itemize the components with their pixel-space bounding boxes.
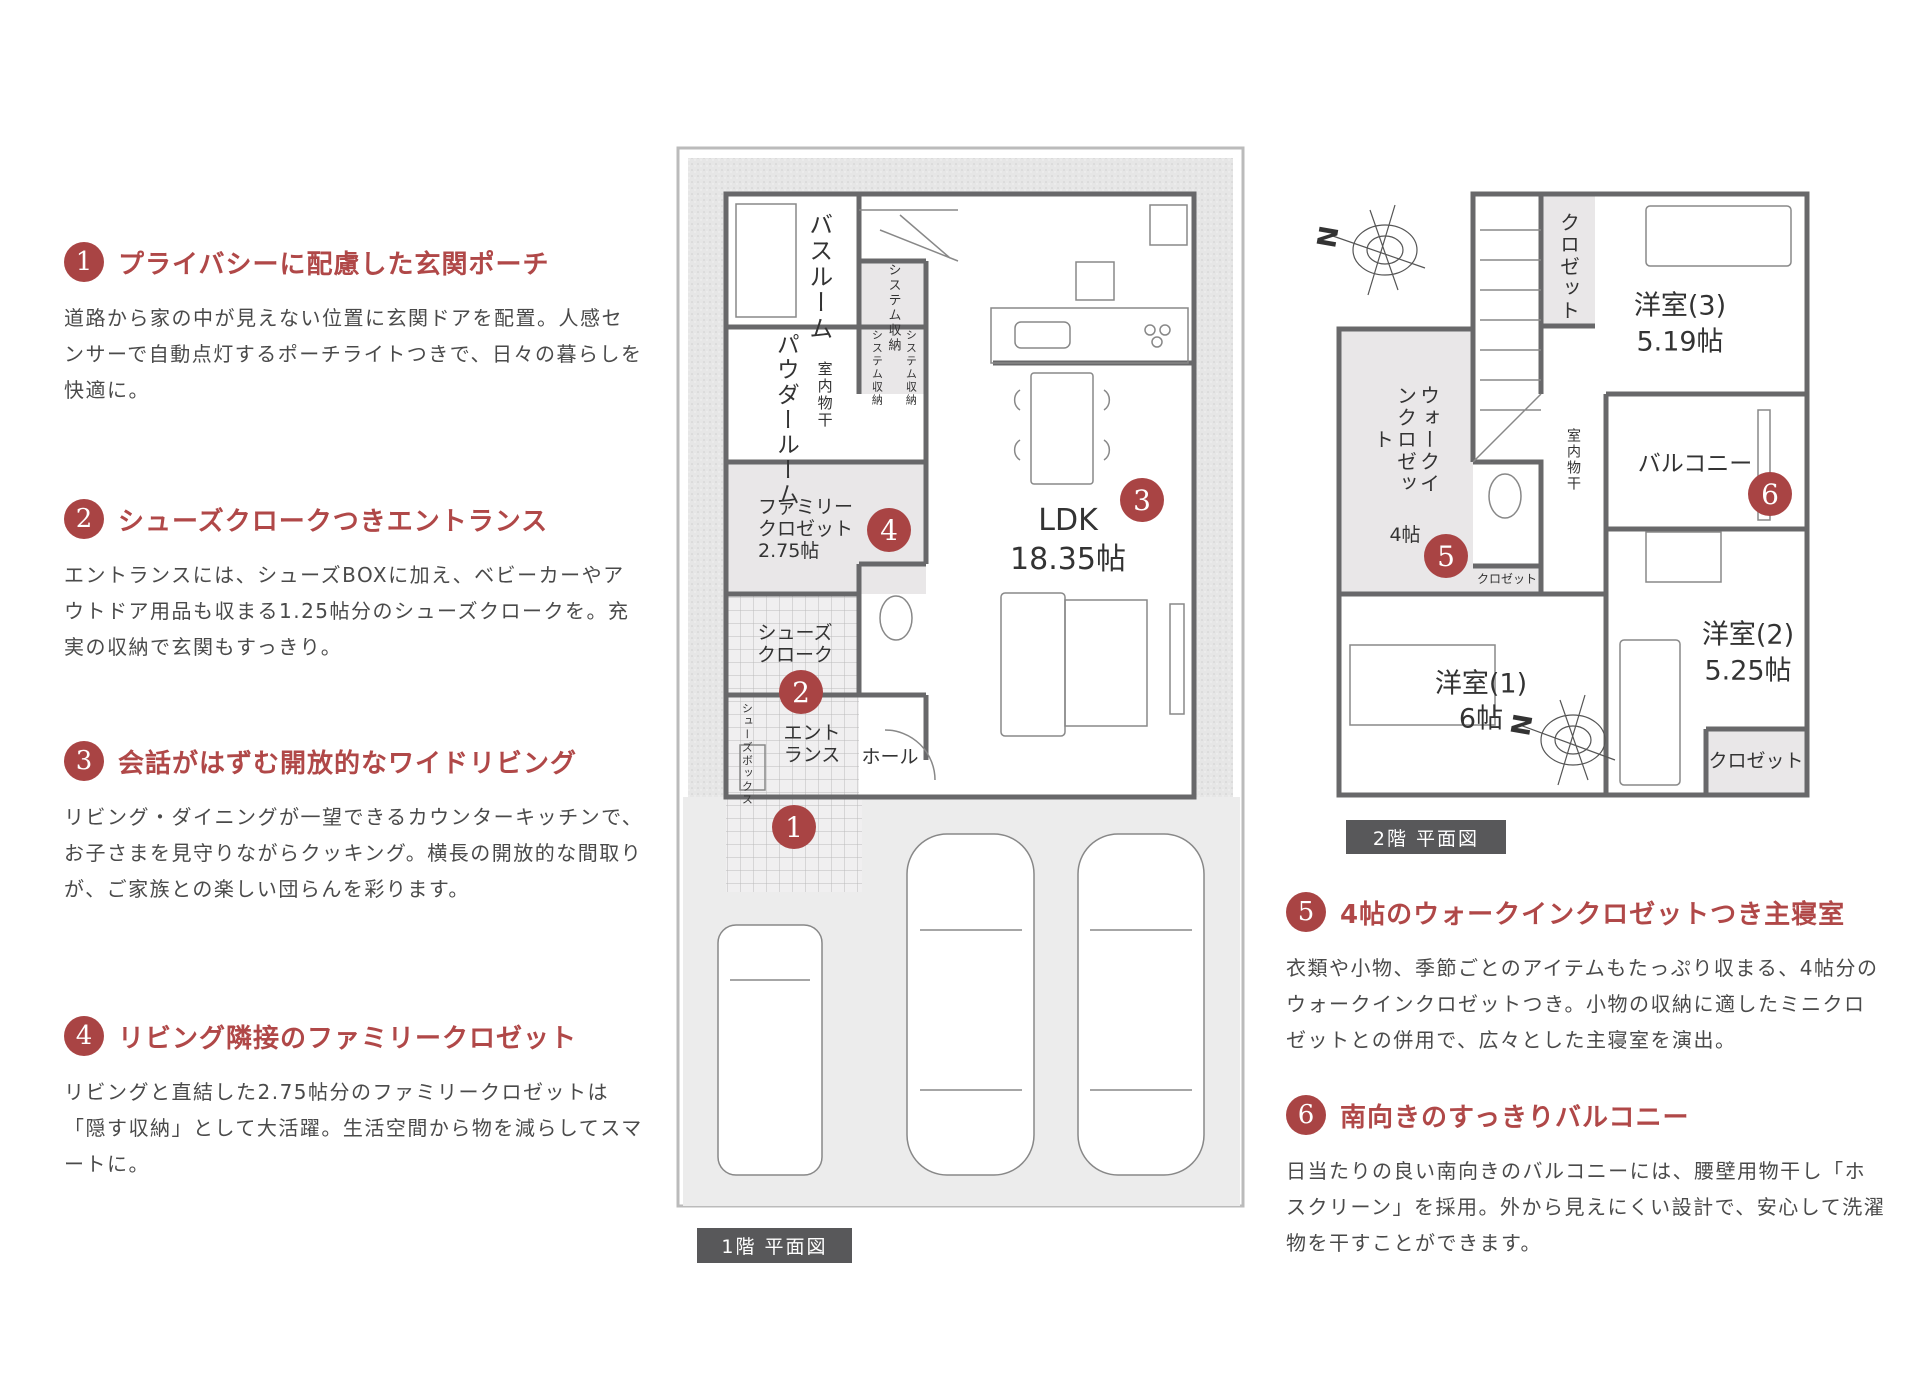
floor2-title: 2階 平面図	[1346, 820, 1506, 854]
plan-badge-5: 5	[1424, 534, 1468, 578]
feature-title: 4帖のウォークインクロゼットつき主寝室	[1340, 899, 1846, 930]
room-label-wic: ウォークインクロゼット	[1370, 385, 1441, 495]
number-badge: 3	[64, 741, 104, 781]
room-label-room2: 洋室(2)	[1701, 619, 1795, 651]
room-label-indoor-drying-2f: 室内物干	[1565, 428, 1582, 492]
room-label-balcony: バルコニー	[1637, 450, 1753, 477]
room-label-system-storage-b: システム収納	[904, 329, 918, 407]
feature-title: プライバシーに配慮した玄関ポーチ	[118, 249, 550, 280]
number-badge: 6	[1286, 1095, 1326, 1135]
feature-body: 道路から家の中が見えない位置に玄関ドアを配置。人感センサーで自動点灯するポーチラ…	[64, 306, 643, 402]
plan-badge-1: 1	[772, 805, 816, 849]
feature-3: 3 会話がはずむ開放的なワイドリビング リビング・ダイニングが一望できるカウンター…	[64, 741, 644, 907]
feature-body: エントランスには、シューズBOXに加え、ベビーカーやアウトドア用品も収まる1.2…	[64, 563, 630, 659]
room-label-powder: パウダールーム	[772, 332, 799, 508]
feature-body: 日当たりの良い南向きのバルコニーには、腰壁用物干し「ホスクリーン」を採用。外から…	[1286, 1159, 1886, 1255]
room-label-room1-size: 6帖	[1458, 703, 1504, 735]
number-badge: 5	[1286, 892, 1326, 932]
feature-title: 会話がはずむ開放的なワイドリビング	[118, 748, 578, 779]
room-label-ldk-size: 18.35帖	[1010, 541, 1126, 577]
number-badge: 4	[64, 1016, 104, 1056]
number-badge: 2	[64, 499, 104, 539]
room-label-room2-size: 5.25帖	[1704, 655, 1792, 687]
room-label-shoe-cloak: シューズクローク	[756, 622, 833, 666]
room-label-room1: 洋室(1)	[1434, 668, 1528, 700]
room-label-closet-room2: クロゼット	[1708, 750, 1804, 773]
feature-title: 南向きのすっきりバルコニー	[1340, 1102, 1690, 1133]
parked-cars	[717, 833, 1205, 1176]
feature-2: 2 シューズクロークつきエントランス エントランスには、シューズBOXに加え、ベビ…	[64, 499, 644, 665]
room-label-ldk: LDK	[1038, 502, 1098, 538]
feature-body: リビング・ダイニングが一望できるカウンターキッチンで、お子さまを見守りながらクッ…	[64, 805, 644, 901]
feature-5: 5 4帖のウォークインクロゼットつき主寝室 衣類や小物、季節ごとのアイテムもたっぷ…	[1286, 892, 1886, 1058]
room-label-closet-top: クロゼット	[1556, 212, 1581, 322]
plan-badge-6: 6	[1748, 472, 1792, 516]
feature-1: 1 プライバシーに配慮した玄関ポーチ 道路から家の中が見えない位置に玄関ドアを配置…	[64, 242, 644, 408]
room-label-mini-closet: クロゼット	[1476, 572, 1538, 587]
number-badge: 1	[64, 242, 104, 282]
plan-badge-2: 2	[779, 670, 823, 714]
room-label-wic-size: 4帖	[1389, 524, 1421, 547]
floor1-title: 1階 平面図	[697, 1228, 852, 1263]
feature-6: 6 南向きのすっきりバルコニー 日当たりの良い南向きのバルコニーには、腰壁用物干し…	[1286, 1095, 1886, 1261]
feature-title: シューズクロークつきエントランス	[118, 506, 549, 537]
room-label-indoor-drying: 室内物干	[815, 361, 834, 429]
plan-badge-4: 4	[867, 508, 911, 552]
room-label-entrance: エントランス	[783, 722, 841, 766]
plan-badge-3: 3	[1120, 478, 1164, 522]
room-label-room3: 洋室(3)	[1633, 290, 1727, 322]
feature-body: 衣類や小物、季節ごとのアイテムもたっぷり収まる、4帖分のウォークインクロゼットつ…	[1286, 956, 1879, 1052]
family-closet-size: 2.75帖	[758, 539, 820, 562]
room-label-system-storage-a: システム収納	[870, 329, 884, 407]
feature-title: リビング隣接のファミリークロゼット	[118, 1023, 578, 1054]
feature-4: 4 リビング隣接のファミリークロゼット リビングと直結した2.75帖分のファミリー…	[64, 1016, 644, 1182]
floor2-plan	[1329, 191, 1810, 798]
room-label-shoe-box: シューズボックス	[740, 702, 754, 807]
room-label-hall: ホール	[861, 746, 919, 769]
compass-rose-icon	[1329, 204, 1616, 786]
room-label-system-storage: システム収納	[885, 263, 901, 353]
floor1-plan	[676, 146, 1245, 1208]
feature-body: リビングと直結した2.75帖分のファミリークロゼットは「隠す収納」として大活躍。…	[64, 1080, 643, 1176]
room-label-bath: バスルーム	[804, 212, 833, 342]
family-closet-name: ファミリークロゼット	[758, 496, 854, 541]
room-label-room3-size: 5.19帖	[1636, 326, 1724, 358]
